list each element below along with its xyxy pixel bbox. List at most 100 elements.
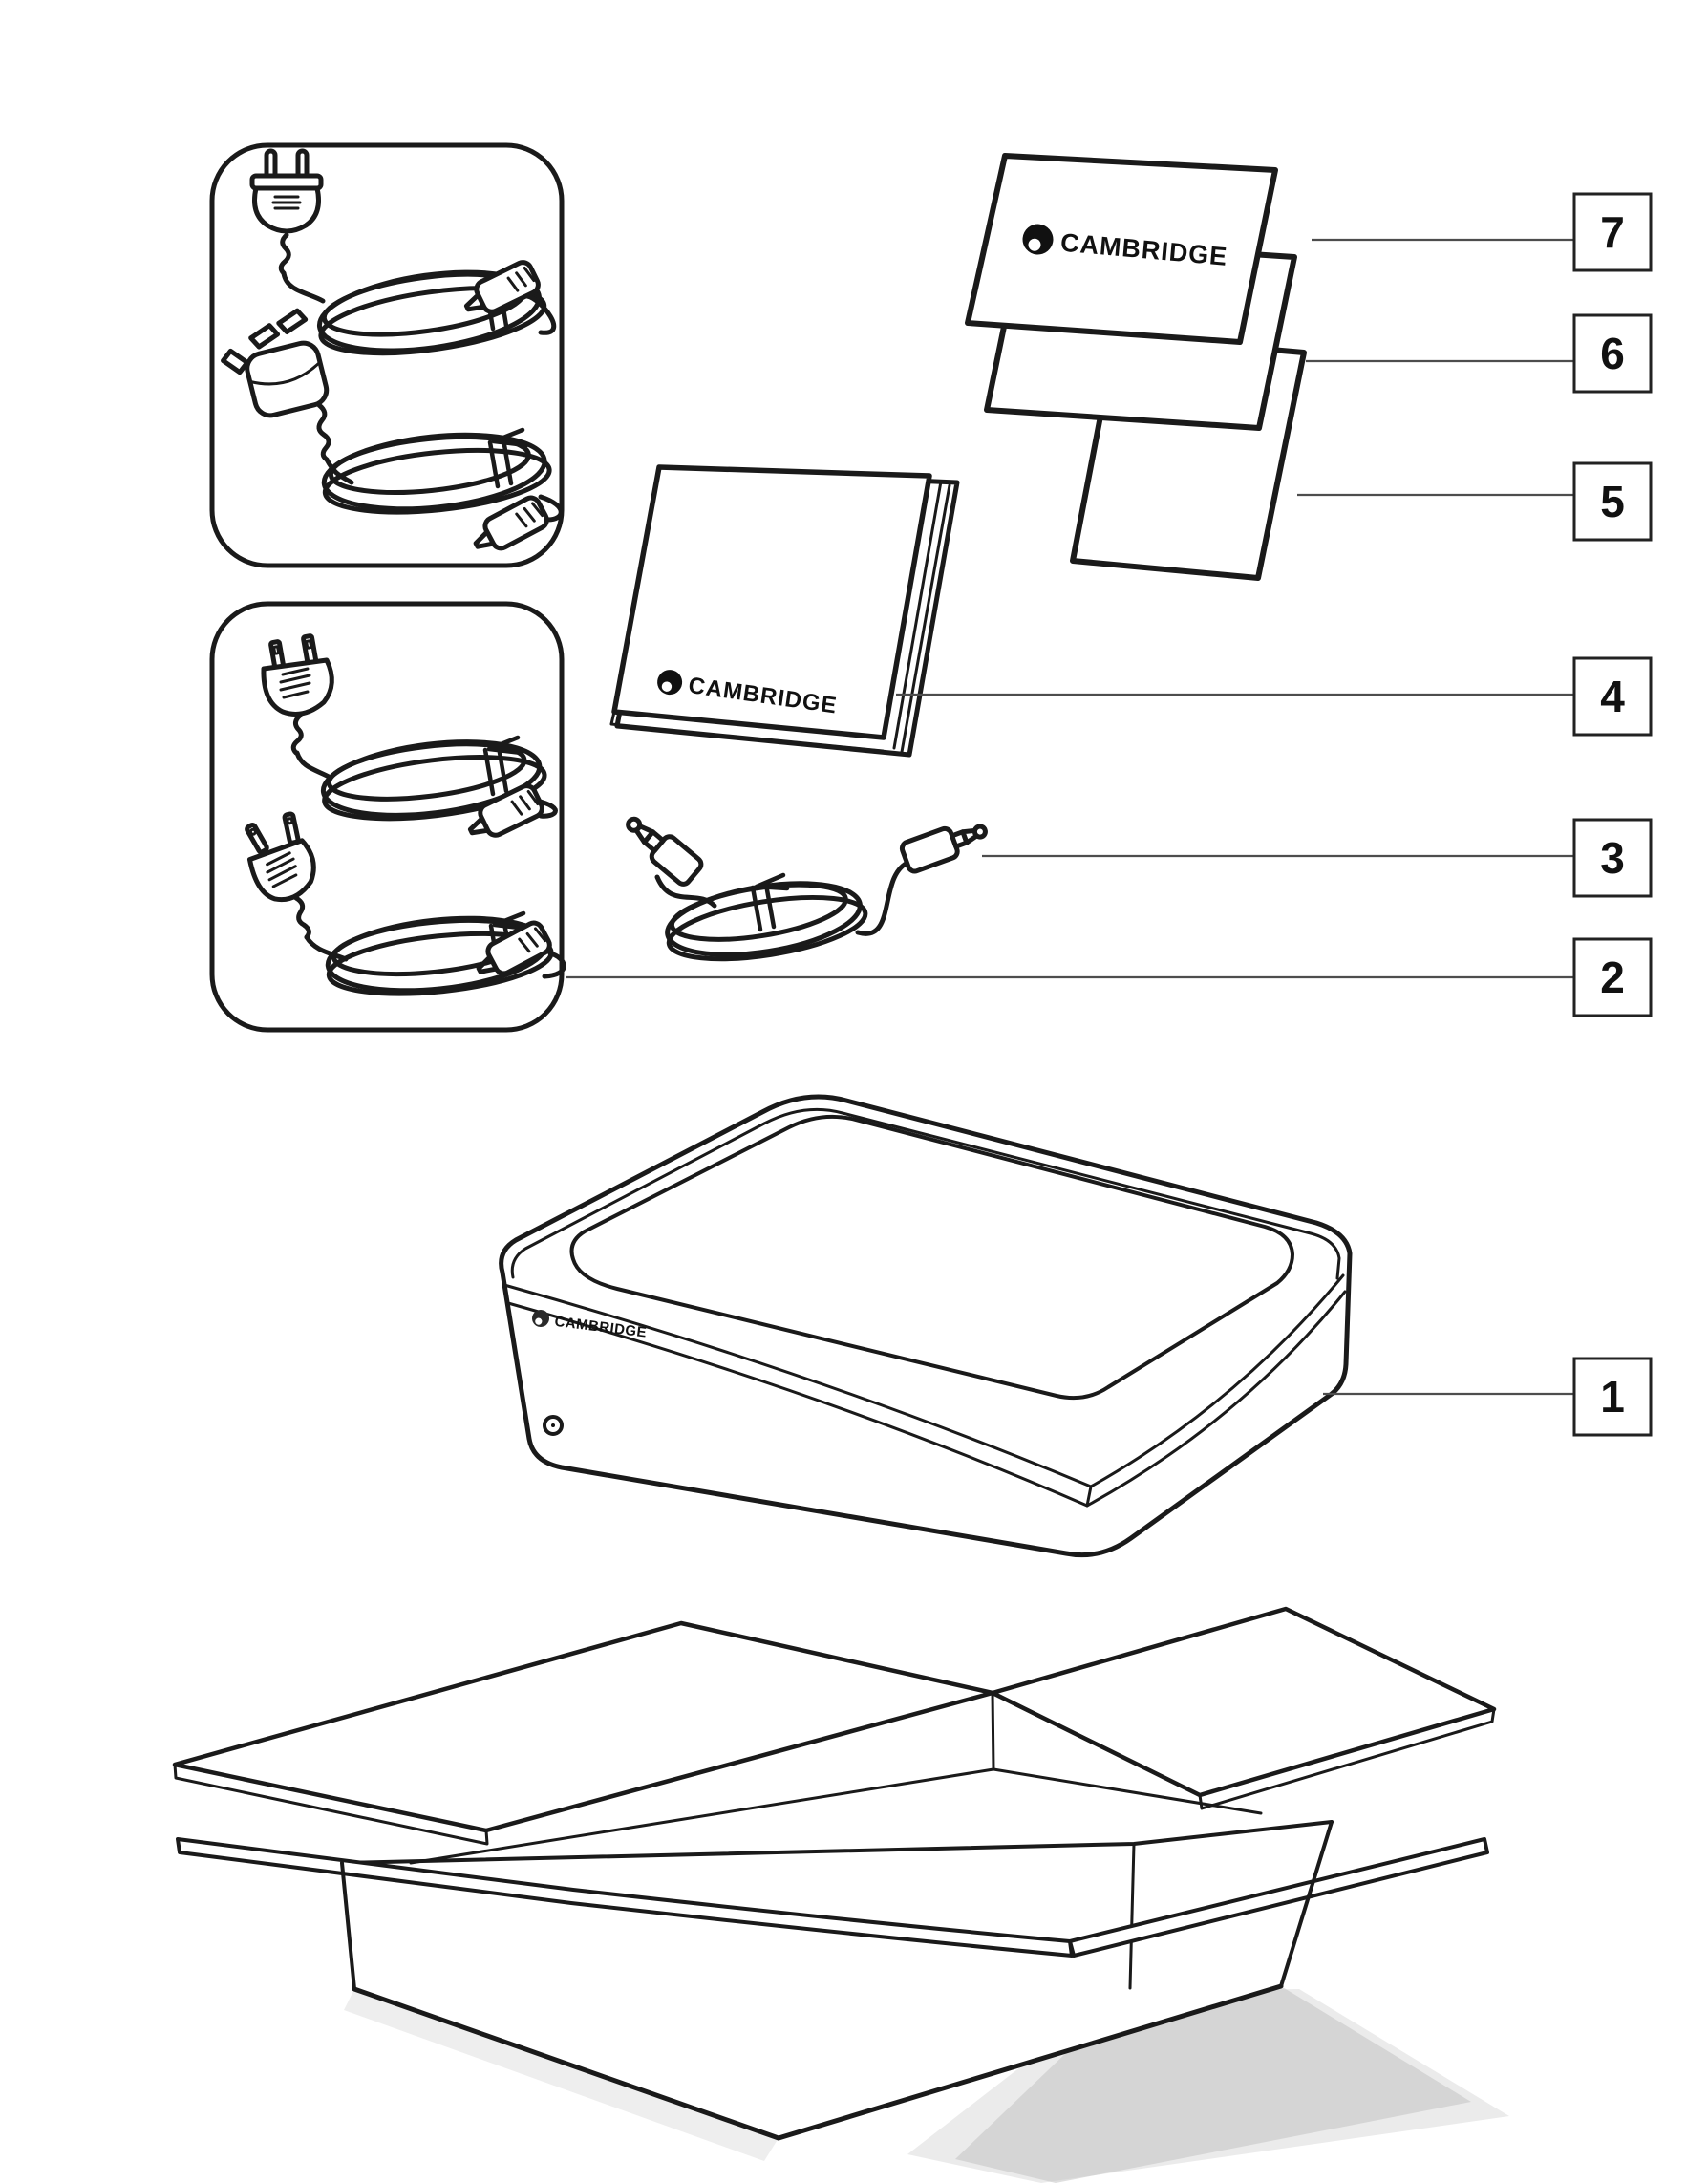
callout-number-4: 4 [1600, 672, 1625, 721]
cable-tail [524, 293, 557, 335]
connector-ridges [506, 266, 536, 292]
booklet-bottom-pages [609, 710, 885, 753]
callout-3: 3 [1572, 818, 1653, 898]
cable-loop [322, 755, 547, 822]
box-flap-back-right [990, 1606, 1497, 1798]
cable-loop [321, 432, 547, 512]
power-cables-panel-1 [209, 142, 565, 568]
booklet-page-edges [892, 480, 951, 754]
power-led [543, 1415, 564, 1436]
pin-hole [248, 827, 257, 836]
manual-booklet: CAMBRIDGE [609, 464, 960, 758]
unit-top-panel [569, 1114, 1294, 1401]
cable-tie [750, 872, 790, 932]
callout-box-6 [1572, 313, 1653, 394]
cable-loop [322, 447, 552, 515]
blade-hole [305, 639, 313, 650]
eu-power-cable [249, 148, 557, 356]
callout-number-5: 5 [1600, 477, 1625, 526]
callout-7: 7 [1572, 192, 1653, 272]
cable-strain-relief [290, 713, 304, 756]
callout-2: 2 [1572, 937, 1653, 1017]
card-7: CAMBRIDGE [965, 153, 1278, 345]
iec-connector [467, 783, 544, 838]
cable-tail [855, 859, 912, 936]
jack-plug-right [899, 824, 988, 874]
cable-tail [538, 494, 564, 523]
box-flap-back-left [172, 1620, 995, 1833]
jack-tip [626, 816, 643, 833]
unit-rim-line [510, 1107, 1341, 1280]
box-flap-front-right [1068, 1837, 1489, 1958]
callout-box-2 [1572, 937, 1653, 1017]
callout-1: 1 [1572, 1357, 1653, 1437]
connector-body [485, 920, 552, 976]
booklet-cover [611, 464, 932, 740]
uk-plug-pin [276, 308, 309, 334]
power-cables-panel-2 [209, 601, 566, 1033]
jack-body [899, 825, 960, 874]
box-left-edge [340, 1861, 356, 1991]
connector-neck [463, 292, 487, 312]
uk-plug-pin [221, 348, 250, 375]
callout-number-1: 1 [1600, 1372, 1625, 1422]
card-7-face [965, 153, 1278, 345]
jack-tip [971, 824, 988, 840]
callout-number-7: 7 [1600, 207, 1625, 257]
iec-connector [473, 495, 549, 551]
connector-ridges [518, 927, 547, 953]
iec-connector [476, 920, 552, 976]
callout-box-3 [1572, 818, 1653, 898]
box-bottom-edges [352, 1983, 1284, 2141]
callout-box-4 [1572, 656, 1653, 737]
cable-loop [316, 269, 542, 353]
connector-body [474, 260, 541, 314]
connector-ridges [515, 502, 544, 528]
box-front-corner-edge [1128, 1842, 1136, 1990]
callout-6: 6 [1572, 313, 1653, 394]
plug-hatch [266, 851, 298, 888]
connector-body [482, 495, 549, 551]
unit-silhouette [499, 1094, 1353, 1558]
audio-cable [626, 816, 988, 962]
unit-front-lip [506, 1290, 1347, 1508]
box-flap-thickness [1198, 1707, 1496, 1810]
callout-number-3: 3 [1600, 833, 1625, 883]
power-led-dot [551, 1423, 555, 1427]
eu-plug-vents [271, 195, 302, 210]
box-shadow [344, 1989, 779, 2161]
document-cards: CAMBRIDGE [965, 153, 1307, 581]
cable-lead [281, 270, 326, 304]
uk-plug-pin [248, 323, 281, 350]
cardboard-box [172, 1606, 1509, 2183]
us-plug-hatch [279, 667, 311, 699]
connector-body [478, 783, 544, 838]
box-interior-lines [409, 1691, 1263, 1865]
uk-plug-face-line [248, 360, 322, 386]
plug-pin [245, 823, 269, 855]
callout-box-5 [1572, 461, 1653, 542]
callout-number-6: 6 [1600, 329, 1625, 378]
cable-tie [482, 735, 524, 797]
cable-tail [542, 951, 566, 979]
uk-plug-body [245, 340, 330, 418]
main-unit: CAMBRIDGE [499, 1094, 1353, 1558]
plug-body-group [246, 838, 316, 903]
callout-boxes: 7 6 5 4 3 2 1 [1572, 192, 1653, 1437]
connector-neck [476, 954, 500, 974]
cable-lead [294, 750, 333, 781]
leader-lines [566, 238, 1574, 1396]
jack-plug-left [626, 816, 704, 887]
unit-front-rim [502, 1273, 1345, 1488]
uk-plug [221, 308, 330, 418]
cable-coil [320, 739, 547, 822]
cable-tie [487, 427, 529, 489]
callout-4: 4 [1572, 656, 1653, 737]
cable-loop [666, 895, 868, 962]
plug-body [246, 838, 316, 903]
uk-power-cable [221, 308, 564, 551]
iec-connector [463, 260, 541, 314]
us-power-cable [261, 633, 558, 838]
two-pin-power-cable [245, 811, 566, 996]
